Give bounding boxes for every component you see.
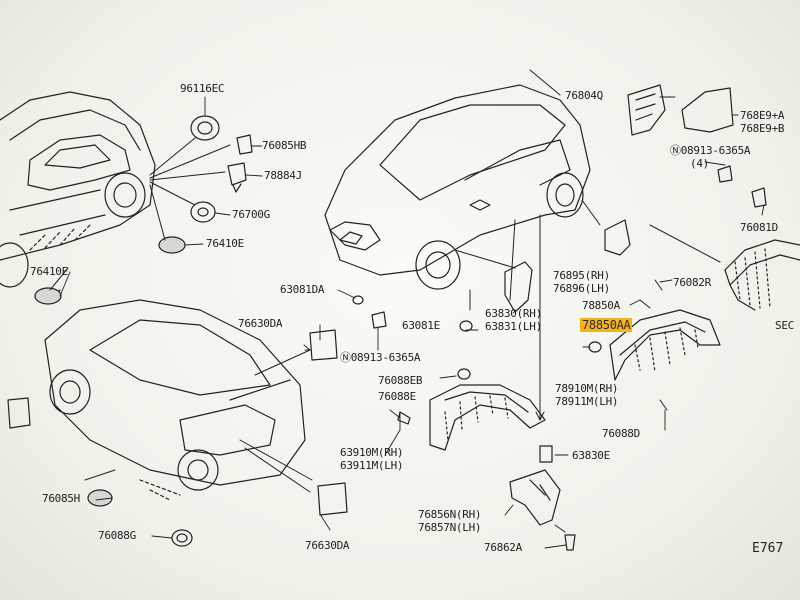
label-96116EC: 96116EC: [180, 82, 225, 95]
pad-76630DA-upper: [309, 329, 338, 361]
plug-76410E: [158, 236, 186, 254]
label-76410E: 76410E: [206, 237, 244, 250]
label-63830E: 63830E: [572, 449, 610, 462]
label-76895-rh: 76895(RH): [553, 269, 610, 282]
label-63910M-rh: 63910M(RH): [340, 446, 404, 459]
label-63081DA: 63081DA: [280, 283, 325, 296]
label-76088EB: 76088EB: [378, 374, 423, 387]
car-front-view-center: [324, 84, 591, 290]
label-78884J: 78884J: [264, 169, 302, 182]
clip-78884J: [227, 162, 247, 193]
label-76085HB: 76085HB: [262, 139, 307, 152]
label-76088D: 76088D: [602, 427, 640, 440]
clip-08913-mid: [371, 311, 387, 329]
bracket-76856N: [509, 469, 561, 526]
plug-76700G: [190, 201, 216, 223]
label-SEC: SEC: [775, 319, 794, 332]
label-63830-rh: 63830(RH): [485, 307, 542, 320]
label-78850AA-highlighted: 78850AA: [580, 318, 633, 332]
label-08913-top: Ⓝ08913-6365A: [670, 144, 751, 157]
label-76700G: 76700G: [232, 208, 270, 221]
pad-left-edge: [7, 397, 31, 429]
label-08913-mid: Ⓝ08913-6365A: [340, 351, 421, 364]
label-76088E: 76088E: [378, 390, 416, 403]
car-rear-view-bottomleft: [44, 299, 306, 501]
label-63831-lh: 63831(LH): [485, 320, 542, 333]
splash-76804Q: [627, 84, 666, 136]
label-76085H: 76085H: [42, 492, 80, 505]
diagram-code: E767: [752, 541, 784, 556]
grommet-96116EC: [190, 115, 220, 141]
cover-768E9: [681, 87, 734, 133]
label-768E9-lh: 768E9+B: [740, 122, 785, 135]
label-63081E: 63081E: [402, 319, 440, 332]
label-76804Q: 76804Q: [565, 89, 603, 102]
screw-76862A: [564, 534, 576, 551]
label-78850A: 78850A: [582, 299, 620, 312]
label-63911M-lh: 63911M(LH): [340, 459, 404, 472]
label-78910M-rh: 78910M(RH): [555, 382, 619, 395]
fender-liner-76082R: [724, 239, 800, 311]
label-76896-lh: 76896(LH): [553, 282, 610, 295]
label-76630DA-upper: 76630DA: [238, 317, 283, 330]
clip-63081DA: [352, 295, 364, 305]
bracket-76895: [604, 219, 631, 256]
clip-63081E: [459, 320, 473, 332]
grommet-76088G: [171, 529, 193, 547]
pad-76630DA-lower: [317, 482, 348, 516]
car-rear-view-topleft: [0, 91, 156, 301]
label-08913-qty: (4): [690, 157, 709, 170]
arch-moulding-78910M: [609, 309, 721, 381]
label-76857N-lh: 76857N(LH): [418, 521, 482, 534]
label-76630DA-lower: 76630DA: [305, 539, 350, 552]
label-76081D: 76081D: [740, 221, 778, 234]
label-76082R: 76082R: [673, 276, 711, 289]
mudguard-63830: [504, 261, 533, 313]
label-78911M-lh: 78911M(LH): [555, 395, 619, 408]
label-76088G: 76088G: [98, 529, 136, 542]
leader-lines: [59, 96, 765, 549]
bolt-63830E: [539, 445, 553, 463]
label-768E9-rh: 768E9+A: [740, 109, 785, 122]
plug-76410E-left: [34, 287, 62, 305]
arch-liner-63910M: [429, 384, 546, 451]
label-76410E-left: 76410E: [30, 265, 68, 278]
pad-76085HB: [236, 134, 253, 155]
label-76862A: 76862A: [484, 541, 522, 554]
clip-08913-top: [717, 165, 767, 208]
label-76856N-rh: 76856N(RH): [418, 508, 482, 521]
